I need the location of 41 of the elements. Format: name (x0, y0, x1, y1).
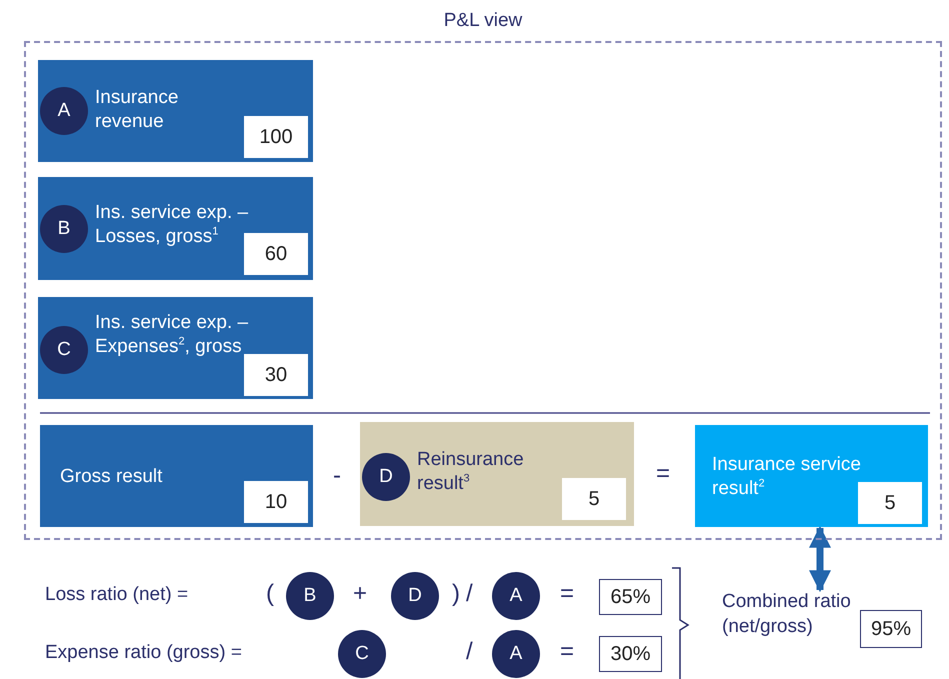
equals-sign: = (656, 460, 670, 488)
ratio-label: Loss ratio (net) = (45, 584, 188, 606)
equals-sign: = (560, 580, 574, 608)
letter-badge: A (492, 572, 540, 620)
letter-badge: A (492, 630, 540, 678)
line-item-box (40, 425, 313, 527)
line-item-box (38, 177, 313, 280)
ratio-value-box: 95% (860, 610, 922, 648)
line-item-box (695, 425, 928, 527)
double-arrow (809, 526, 831, 592)
letter-badge: B (286, 572, 334, 620)
letter-badge: C (40, 326, 88, 374)
frame-title: P&L view (442, 9, 524, 33)
equals-sign: = (560, 638, 574, 666)
plus-sign: + (353, 580, 368, 608)
division-sign: / (466, 638, 473, 666)
line-item-label: Gross result (60, 465, 164, 489)
line-item-label: Insurance revenue (95, 86, 180, 134)
letter-badge: D (391, 572, 439, 620)
line-item-box (38, 60, 313, 162)
line-item-label: Reinsurance result$^{3}$ (417, 448, 525, 496)
letter-badge: B (40, 205, 88, 253)
value-box: 100 (244, 116, 308, 158)
bracket-sign: ( (266, 580, 274, 608)
division-sign: / (466, 580, 473, 608)
value-box: 5 (562, 478, 626, 520)
minus-sign: - (333, 462, 341, 490)
letter-badge: A (40, 87, 88, 135)
bracket-sign: ) (452, 580, 460, 608)
value-box: 60 (244, 233, 308, 275)
letter-badge: C (338, 630, 386, 678)
letter-badge: D (362, 453, 410, 501)
value-box: 5 (858, 482, 922, 524)
line-item-box (38, 297, 313, 399)
ratio-value-box: 65% (599, 579, 662, 615)
value-box: 10 (244, 481, 308, 523)
ratio-caption: Combined ratio (net/gross) (722, 590, 852, 674)
value-box: 30 (244, 354, 308, 396)
ratio-value-box: 30% (599, 636, 662, 672)
ratio-label: Expense ratio (gross) = (45, 642, 242, 664)
line-item-box (360, 422, 634, 526)
